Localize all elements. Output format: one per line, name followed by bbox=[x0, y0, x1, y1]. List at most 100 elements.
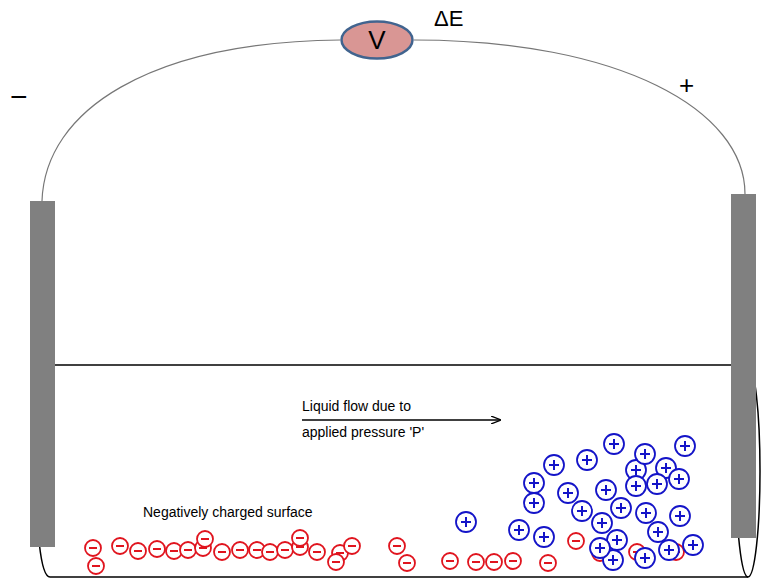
ion-sign bbox=[665, 463, 667, 473]
ion-circle bbox=[577, 450, 597, 470]
ion-sign bbox=[403, 562, 411, 564]
ion-sign bbox=[678, 474, 680, 484]
polarity-sign: − bbox=[10, 80, 28, 114]
ion-sign bbox=[253, 549, 261, 551]
potential-label: ΔE bbox=[434, 6, 463, 32]
ion-sign bbox=[296, 537, 304, 539]
ion-sign bbox=[612, 555, 614, 565]
ion-circle bbox=[112, 538, 128, 554]
surface-label: Negatively charged surface bbox=[143, 504, 313, 520]
ion-circle bbox=[647, 474, 667, 494]
ion-sign bbox=[567, 488, 569, 498]
ion-sign bbox=[692, 540, 694, 550]
ion-circle bbox=[399, 555, 415, 571]
ion-sign bbox=[586, 455, 588, 465]
polarity-sign: + bbox=[679, 70, 694, 101]
ion-circle bbox=[197, 531, 213, 547]
ion-sign bbox=[116, 545, 124, 547]
ion-sign bbox=[684, 441, 686, 451]
ion-circle bbox=[659, 540, 679, 560]
ion-circle bbox=[558, 483, 578, 503]
ion-sign bbox=[313, 551, 321, 553]
ion-sign bbox=[533, 478, 535, 488]
ion-circle bbox=[389, 538, 405, 554]
ion-sign bbox=[616, 535, 618, 545]
ion-circle bbox=[130, 543, 146, 559]
ion-circle bbox=[568, 533, 584, 549]
ion-circle bbox=[670, 506, 690, 526]
electrode bbox=[731, 194, 756, 538]
ion-circle bbox=[262, 544, 278, 560]
ion-sign bbox=[266, 551, 274, 553]
ion-circle bbox=[592, 513, 612, 533]
ion-circle bbox=[635, 444, 655, 464]
ion-sign bbox=[656, 479, 658, 489]
ion-circle bbox=[626, 476, 646, 496]
ion-sign bbox=[613, 439, 615, 449]
ion-sign bbox=[393, 545, 401, 547]
ion-sign bbox=[218, 551, 226, 553]
ion-circle bbox=[572, 501, 592, 521]
ion-sign bbox=[509, 560, 517, 562]
ion-circle bbox=[505, 553, 521, 569]
ion-circle bbox=[328, 554, 344, 570]
ion-circle bbox=[540, 555, 556, 571]
ion-circle bbox=[344, 538, 360, 554]
electrode bbox=[30, 201, 55, 547]
flow-label: Liquid flow due to applied pressure 'P' bbox=[302, 393, 452, 445]
ion-sign bbox=[599, 543, 601, 553]
ion-circle bbox=[635, 548, 655, 568]
ion-circle bbox=[636, 503, 656, 523]
flow-arrow bbox=[302, 419, 500, 420]
ion-sign bbox=[620, 503, 622, 513]
ion-circle bbox=[648, 522, 668, 542]
ion-sign bbox=[553, 460, 555, 470]
ion-circle bbox=[277, 542, 293, 558]
meter-symbol: V bbox=[368, 25, 385, 56]
ion-circle bbox=[611, 498, 631, 518]
ion-sign bbox=[644, 449, 646, 459]
ion-circle bbox=[669, 469, 689, 489]
ion-sign bbox=[543, 532, 545, 542]
ion-circle bbox=[524, 493, 544, 513]
ion-sign bbox=[170, 550, 178, 552]
ion-sign bbox=[201, 538, 209, 540]
ion-sign bbox=[635, 481, 637, 491]
ion-sign bbox=[679, 511, 681, 521]
tube-top bbox=[50, 364, 748, 366]
ion-circle bbox=[509, 520, 529, 540]
ion-sign bbox=[348, 545, 356, 547]
ion-sign bbox=[153, 548, 161, 550]
ion-sign bbox=[490, 561, 498, 563]
ion-circle bbox=[214, 544, 230, 560]
ion-sign bbox=[645, 508, 647, 518]
ion-sign bbox=[581, 506, 583, 516]
ion-sign bbox=[544, 562, 552, 564]
ion-circle bbox=[442, 553, 458, 569]
wire bbox=[414, 40, 745, 194]
ion-circle bbox=[85, 540, 101, 556]
ion-circle bbox=[596, 480, 616, 500]
ion-sign bbox=[601, 518, 603, 528]
ion-sign bbox=[332, 561, 340, 563]
ion-circle bbox=[683, 535, 703, 555]
ion-circle bbox=[590, 538, 610, 558]
ion-sign bbox=[465, 517, 467, 527]
ion-sign bbox=[89, 547, 97, 549]
ion-circle bbox=[88, 558, 104, 574]
ion-sign bbox=[236, 549, 244, 551]
ion-sign bbox=[657, 527, 659, 537]
ion-circle bbox=[292, 530, 308, 546]
ion-circle bbox=[309, 544, 325, 560]
ion-circle bbox=[604, 434, 624, 454]
ion-sign bbox=[644, 553, 646, 563]
ion-sign bbox=[635, 465, 637, 475]
wire bbox=[42, 40, 340, 201]
ion-circle bbox=[149, 541, 165, 557]
ion-sign bbox=[668, 545, 670, 555]
ion-sign bbox=[518, 525, 520, 535]
tube-bottom bbox=[50, 576, 748, 578]
ion-circle bbox=[180, 542, 196, 558]
ion-sign bbox=[184, 549, 192, 551]
